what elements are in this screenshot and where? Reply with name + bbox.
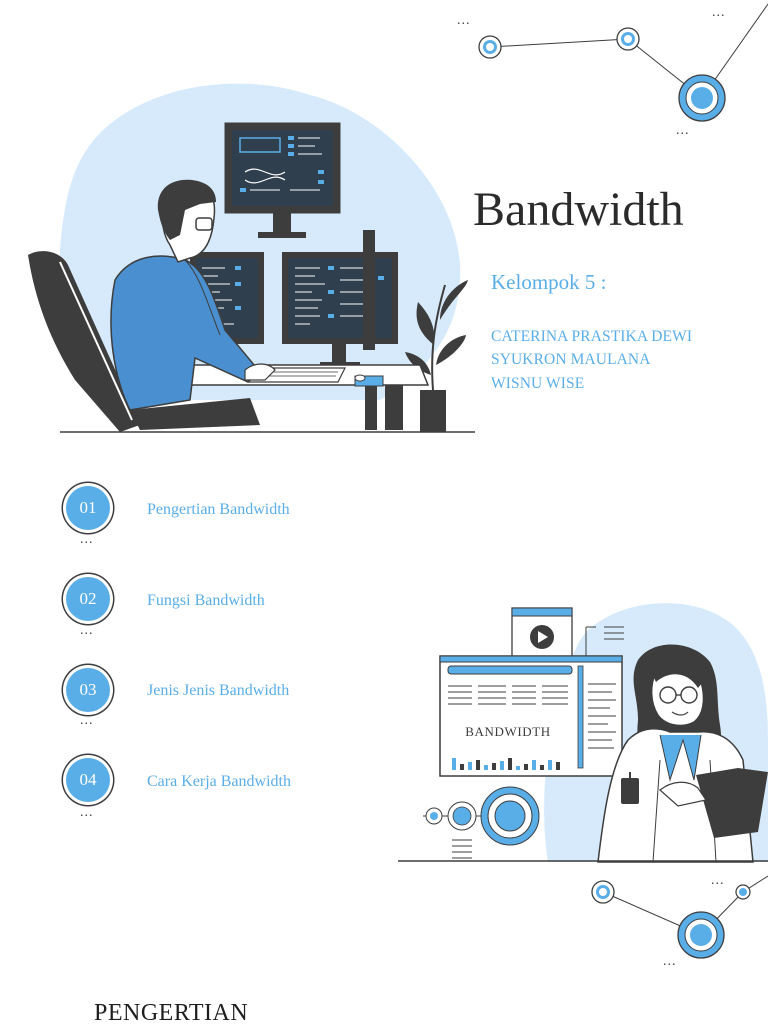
network-node-small-1	[478, 35, 502, 59]
toc-number-badge: 02	[66, 577, 110, 621]
toc-item-label[interactable]: Cara Kerja Bandwidth	[147, 773, 291, 790]
ellipsis-decoration: ...	[711, 873, 725, 888]
ellipsis-decoration: ...	[80, 805, 94, 820]
ellipsis-decoration: ...	[80, 532, 94, 547]
bandwidth-illustration: BANDWIDTH	[398, 603, 768, 863]
section-heading: PENGERTIAN	[94, 1000, 249, 1026]
network-node-small-2	[616, 27, 640, 51]
programmer-illustration	[28, 83, 475, 433]
group-label: Kelompok 5 :	[491, 270, 607, 294]
toc-item-label[interactable]: Fungsi Bandwidth	[147, 592, 265, 609]
network-node-large	[677, 911, 725, 959]
network-decoration-top	[478, 3, 768, 122]
ellipsis-decoration: ...	[712, 5, 726, 20]
ellipsis-decoration: ...	[676, 123, 690, 138]
screen-label: BANDWIDTH	[465, 724, 551, 739]
member-name: WISNU WISE	[491, 375, 585, 392]
toc-item-label[interactable]: Pengertian Bandwidth	[147, 501, 290, 518]
ellipsis-decoration: ...	[663, 954, 677, 969]
toc-number-badge: 03	[66, 668, 110, 712]
ellipsis-decoration: ...	[80, 713, 94, 728]
slide-title: Bandwidth	[473, 183, 684, 236]
network-node-small-1	[591, 880, 615, 904]
ellipsis-decoration: ...	[80, 623, 94, 638]
member-name: SYUKRON MAULANA	[491, 351, 651, 368]
toc-number-badge: 04	[66, 758, 110, 802]
toc-number-badge: 01	[66, 486, 110, 530]
network-node-large	[678, 74, 726, 122]
network-node-small-2	[735, 884, 751, 900]
toc-item-label[interactable]: Jenis Jenis Bandwidth	[147, 682, 290, 699]
member-name: CATERINA PRASTIKA DEWI	[491, 328, 693, 345]
ellipsis-decoration: ...	[457, 13, 471, 28]
network-decoration-bottom	[591, 875, 768, 959]
